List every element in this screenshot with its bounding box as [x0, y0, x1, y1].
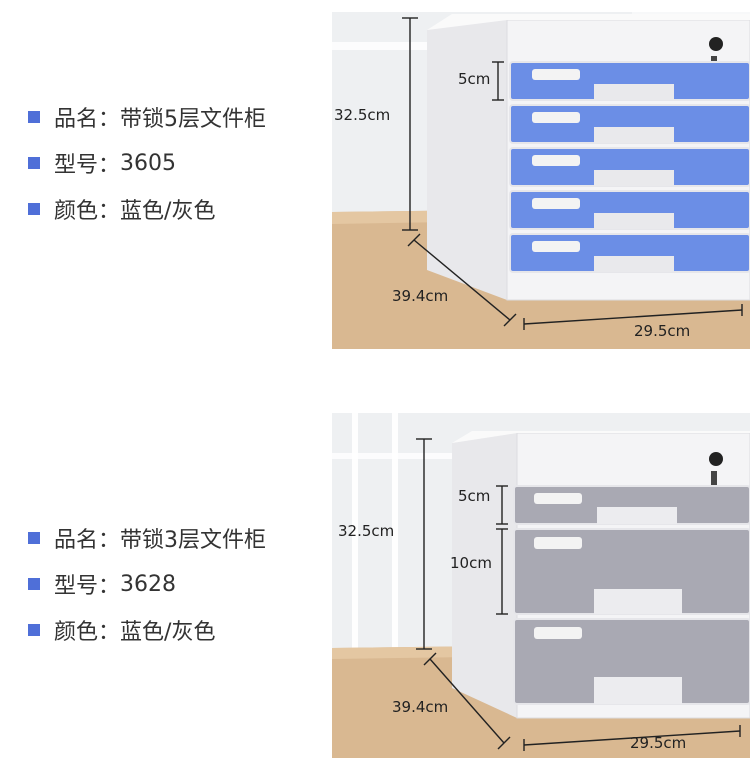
dimension-height-label: 32.5cm: [338, 522, 395, 540]
spec-list: 品名：带锁5层文件柜 型号：3605 颜色：蓝色/灰色: [28, 94, 266, 232]
product-photo-3-drawer: [332, 413, 750, 758]
square-bullet-icon: [28, 532, 40, 544]
spec-value: 蓝色/灰色: [120, 620, 216, 645]
dimension-drawer-label: 5cm: [458, 70, 491, 88]
dimension-depth-label: 39.4cm: [392, 698, 449, 716]
spec-separator: ：: [98, 528, 121, 553]
square-bullet-icon: [28, 157, 40, 169]
spec-label: 颜色: [54, 620, 99, 645]
spec-separator: ：: [98, 199, 121, 224]
square-bullet-icon: [28, 624, 40, 636]
spec-separator: ：: [98, 620, 121, 645]
spec-color: 颜色：蓝色/灰色: [28, 186, 266, 232]
cabinet-illustration: [332, 12, 750, 349]
spec-model: 型号：3605: [28, 140, 266, 186]
spec-label: 品名: [54, 528, 99, 553]
square-bullet-icon: [28, 203, 40, 215]
spec-list: 品名：带锁3层文件柜 型号：3628 颜色：蓝色/灰色: [28, 515, 266, 653]
spec-value: 3628: [120, 571, 177, 597]
spec-value: 带锁3层文件柜: [120, 528, 267, 553]
dimension-depth-label: 39.4cm: [392, 287, 449, 305]
dimension-width-label: 29.5cm: [634, 322, 691, 340]
dimension-height-label: 32.5cm: [334, 106, 391, 124]
cabinet-illustration: [332, 413, 750, 758]
square-bullet-icon: [28, 111, 40, 123]
dimension-width-label: 29.5cm: [630, 734, 687, 752]
dimension-drawer-large-label: 10cm: [450, 554, 492, 572]
spec-label: 品名: [54, 107, 99, 132]
drawer-group: [509, 61, 750, 273]
product-section-3-drawer: 品名：带锁3层文件柜 型号：3628 颜色：蓝色/灰色: [0, 405, 750, 779]
spec-label: 型号: [54, 574, 99, 599]
drawer-group: [513, 485, 750, 705]
square-bullet-icon: [28, 578, 40, 590]
spec-label: 颜色: [54, 199, 99, 224]
product-section-5-drawer: 品名：带锁5层文件柜 型号：3605 颜色：蓝色/灰色: [0, 0, 750, 360]
spec-model: 型号：3628: [28, 561, 266, 607]
spec-separator: ：: [98, 153, 121, 178]
spec-name: 品名：带锁3层文件柜: [28, 515, 266, 561]
spec-name: 品名：带锁5层文件柜: [28, 94, 266, 140]
spec-separator: ：: [98, 107, 121, 132]
spec-color: 颜色：蓝色/灰色: [28, 607, 266, 653]
spec-value: 3605: [120, 150, 177, 176]
spec-label: 型号: [54, 153, 99, 178]
spec-value: 带锁5层文件柜: [120, 107, 267, 132]
dimension-drawer-small-label: 5cm: [458, 487, 491, 505]
product-photo-5-drawer: [332, 12, 750, 349]
spec-value: 蓝色/灰色: [120, 199, 216, 224]
spec-separator: ：: [98, 574, 121, 599]
